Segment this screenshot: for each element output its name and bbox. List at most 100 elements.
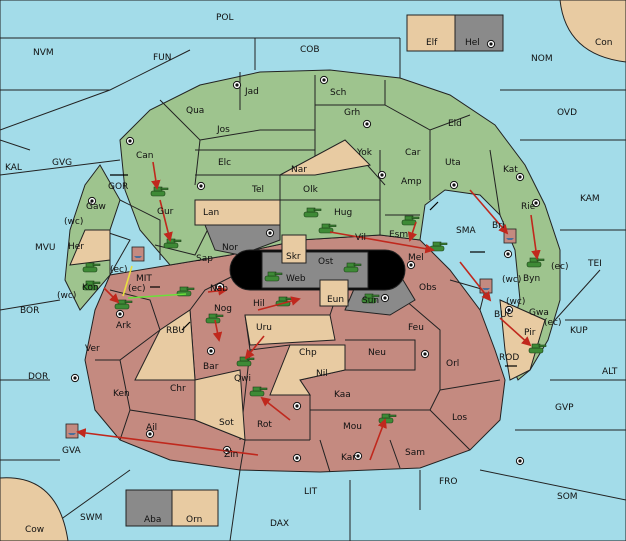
label-Gaw: Gaw [86, 202, 106, 212]
label-RBU: RBU [166, 326, 185, 336]
label-Ark: Ark [116, 321, 132, 331]
move-arrows [76, 161, 541, 461]
label-ec4: (ec) [544, 318, 562, 328]
label-Nor: Nor [222, 243, 238, 253]
label-Hil: Hil [253, 299, 265, 309]
label-Jad: Jad [244, 87, 259, 97]
label-SOM: SOM [557, 492, 578, 502]
label-Bar: Bar [203, 362, 219, 372]
label-Mou: Mou [343, 422, 362, 432]
label-Obs: Obs [419, 283, 437, 293]
label-Zin: Zin [224, 450, 238, 460]
label-NVM: NVM [33, 48, 54, 58]
label-Ail: Ail [146, 423, 157, 433]
label-SMA: SMA [456, 226, 476, 236]
label-Sch: Sch [330, 88, 346, 98]
label-Kaa: Kaa [334, 390, 351, 400]
label-Tel: Tel [251, 185, 264, 195]
label-wc3b: (wc) [506, 297, 525, 307]
label-Mel: Mel [408, 253, 424, 263]
label-Jos: Jos [216, 125, 230, 135]
label-wc2: (wc) [57, 291, 76, 301]
label-OVD: OVD [557, 108, 577, 118]
label-wc1: (wc) [64, 217, 83, 227]
label-LIT: LIT [304, 487, 318, 497]
label-Eun: Eun [327, 295, 344, 305]
label-Can: Can [136, 151, 154, 161]
label-GVA: GVA [62, 446, 82, 456]
label-KAL: KAL [5, 163, 22, 173]
region-Uru[interactable] [244, 314, 336, 346]
label-Grh: Grh [344, 108, 360, 118]
region-Her[interactable] [69, 229, 111, 266]
label-DOR: DOR [28, 372, 48, 382]
label-Vil: Vil [355, 233, 366, 243]
labels: POL COB FUN NVM NOM Con Elf Hel OVD KAL … [5, 13, 618, 535]
label-Eld: Eld [448, 119, 462, 129]
region-Hel[interactable] [454, 14, 504, 52]
label-Chr: Chr [170, 384, 186, 394]
label-Nar: Nar [291, 165, 307, 175]
label-Sot: Sot [219, 418, 234, 428]
label-Orn: Orn [186, 515, 202, 525]
sea-borders [0, 37, 626, 541]
label-DAX: DAX [270, 519, 289, 529]
label-ALT: ALT [602, 367, 618, 377]
label-Rot: Rot [257, 420, 272, 430]
region-Aba[interactable] [125, 489, 173, 527]
label-BOR: BOR [20, 306, 39, 316]
label-Rie: Rie [521, 202, 536, 212]
label-Uta: Uta [445, 158, 461, 168]
label-POL: POL [216, 13, 234, 23]
label-KUP: KUP [570, 326, 588, 336]
label-Qwi: Qwi [234, 374, 251, 384]
label-GVG: GVG [52, 158, 72, 168]
label-ROD: ROD [499, 353, 519, 363]
label-Olk: Olk [303, 185, 319, 195]
label-GOR: GOR [108, 182, 128, 192]
label-SWM: SWM [80, 513, 102, 523]
label-MVU: MVU [35, 243, 56, 253]
label-Bri: Bri [492, 221, 504, 231]
label-ec3: (ec) [551, 262, 569, 272]
label-Nab: Nab [210, 284, 228, 294]
sea-passage-markers [110, 174, 517, 367]
label-Cow: Cow [25, 525, 44, 535]
label-Orl: Orl [446, 359, 459, 369]
label-Byn: Byn [523, 274, 540, 284]
region-Chp[interactable] [269, 344, 346, 396]
region-Elf[interactable] [406, 14, 456, 52]
label-BUC: BUC [494, 310, 513, 320]
label-Pir: Pir [524, 328, 536, 338]
label-Nil: Nil [316, 369, 328, 379]
label-Kon: Kon [82, 283, 99, 293]
region-Nar[interactable] [279, 139, 372, 176]
label-Web: Web [286, 274, 306, 284]
label-Los: Los [452, 413, 467, 423]
label-Elc: Elc [218, 158, 231, 168]
label-Ver: Ver [85, 344, 100, 354]
label-TEI: TEI [587, 259, 602, 269]
label-Con: Con [595, 38, 613, 48]
label-Chp: Chp [299, 348, 317, 358]
label-KAM: KAM [580, 194, 600, 204]
label-Sap: Sap [196, 254, 213, 264]
label-Elf: Elf [426, 38, 438, 48]
label-Ost: Ost [318, 257, 334, 267]
region-Sot[interactable] [194, 369, 246, 441]
region-Orn[interactable] [171, 489, 219, 527]
label-NOM: NOM [531, 54, 553, 64]
label-Hug: Hug [334, 208, 352, 218]
label-Esm: Esm [389, 230, 408, 240]
label-Aba: Aba [144, 515, 161, 525]
label-Her: Her [68, 242, 84, 252]
label-Neu: Neu [368, 348, 386, 358]
label-FRO: FRO [439, 477, 458, 487]
label-GVP: GVP [555, 403, 574, 413]
label-Amp: Amp [401, 177, 422, 187]
label-ec1: (ec) [110, 265, 128, 275]
label-Yok: Yok [356, 148, 373, 158]
label-Uru: Uru [256, 323, 272, 333]
label-FUN: FUN [153, 53, 172, 63]
